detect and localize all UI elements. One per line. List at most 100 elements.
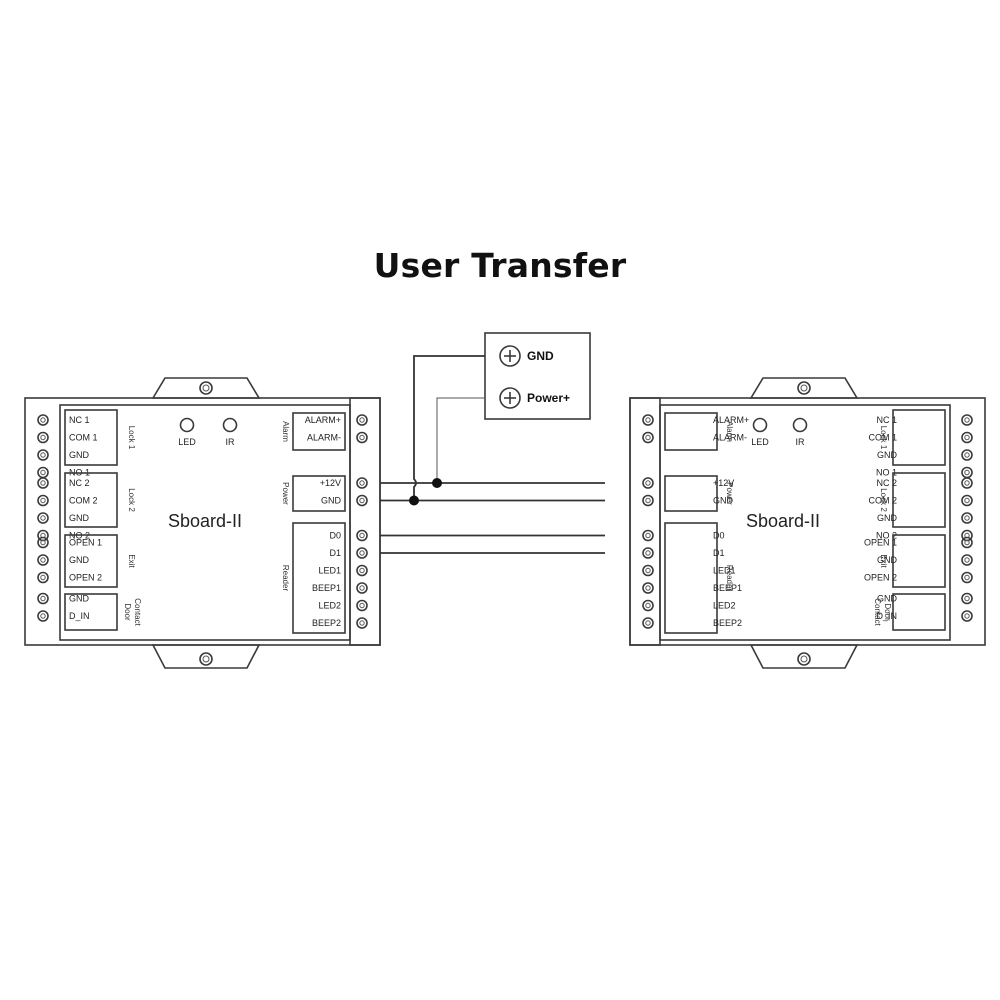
pin-label: GND (877, 513, 898, 523)
terminal-screw-center (645, 434, 651, 441)
terminal-screw-center (40, 417, 46, 423)
terminal-screw (642, 547, 654, 559)
terminal-screw-center (359, 417, 365, 423)
pin-label: D1 (713, 548, 725, 558)
terminal-screw-center (645, 480, 651, 486)
terminal-screw (642, 529, 654, 542)
terminal-screw-center (40, 497, 46, 504)
terminal-screw (961, 431, 973, 444)
terminal-screw-center (359, 497, 365, 504)
pin-label: D0 (329, 531, 341, 541)
power-supply-box (484, 332, 591, 420)
pin-label: BEEP1 (713, 583, 742, 593)
terminal-screw-center (964, 557, 970, 563)
terminal-block-lock2 (64, 472, 118, 528)
terminal-screw (356, 564, 368, 577)
group-title: Door (123, 603, 132, 621)
mounting-ear-top (151, 377, 261, 399)
terminal-screw-center (964, 480, 970, 486)
terminal-screw (37, 466, 49, 479)
group-title: Exit (879, 554, 888, 568)
mounting-hole-icon (797, 652, 811, 666)
terminal-screw-center (964, 452, 970, 458)
terminal-screw-center (645, 532, 651, 539)
pin-label: BEEP2 (312, 618, 341, 628)
indicator-light-icon (222, 417, 238, 433)
terminal-screw (642, 564, 654, 577)
pin-label: OPEN 2 (69, 573, 102, 583)
pin-label: COM 2 (868, 496, 897, 506)
terminal-screw (961, 571, 973, 584)
junction-dot (409, 495, 419, 506)
terminal-screw (961, 494, 973, 507)
pin-label: GND (877, 594, 898, 604)
mounting-hole-inner (800, 384, 808, 392)
terminal-screw-center (359, 480, 365, 486)
terminal-screw (37, 592, 49, 605)
mounting-ear-top (749, 377, 859, 399)
mounting-hole-icon (797, 381, 811, 395)
indicator-label: IR (796, 437, 806, 447)
terminal-screw-center (645, 497, 651, 504)
pin-label: OPEN 1 (864, 538, 897, 548)
board-right-strip (349, 397, 381, 646)
pin-label: GND (713, 496, 734, 506)
terminal-screw (37, 610, 49, 622)
terminal-screw (642, 582, 654, 594)
board-name: Sboard-II (746, 511, 820, 531)
board-right-strip (629, 397, 661, 646)
pin-label: NC 2 (876, 478, 897, 488)
terminal-screw (356, 477, 368, 489)
mounting-hole-inner (202, 384, 210, 392)
power-terminal-label: GND (527, 349, 554, 363)
pin-label: NO 1 (876, 468, 897, 478)
group-title: Alarm (725, 421, 734, 442)
pin-label: ALARM- (713, 433, 747, 443)
terminal-block-power (664, 475, 718, 512)
terminal-screw (37, 414, 49, 426)
group-title: Exit (127, 554, 136, 568)
pin-label: D1 (329, 548, 341, 558)
terminal-screw-center (40, 539, 46, 546)
terminal-screw-center (645, 602, 651, 609)
terminal-screw-center (40, 557, 46, 563)
terminal-screw (642, 414, 654, 426)
terminal-block-power (292, 475, 346, 512)
terminal-screw (642, 431, 654, 444)
pin-label: GND (69, 450, 90, 460)
pin-label: BEEP1 (312, 583, 341, 593)
terminal-screw (642, 617, 654, 629)
terminal-screw-center (645, 417, 651, 423)
mounting-hole-inner (800, 655, 808, 663)
terminal-screw-center (359, 532, 365, 539)
group-title: Door (883, 603, 892, 621)
indicator-light-icon (792, 417, 808, 433)
pin-label: OPEN 2 (864, 573, 897, 583)
terminal-screw-center (359, 567, 365, 574)
diagram-title: User Transfer (373, 246, 627, 285)
group-title: Reader (725, 565, 734, 592)
terminal-screw-center (359, 585, 365, 591)
terminal-screw-center (964, 539, 970, 546)
pin-label: GND (69, 513, 90, 523)
group-title: Power (725, 482, 734, 505)
terminal-screw-center (40, 480, 46, 486)
pin-label: GND (877, 450, 898, 460)
terminal-block-door (892, 593, 946, 631)
terminal-screw (356, 529, 368, 542)
group-title: Lock 1 (127, 426, 136, 450)
indicator-light-icon (179, 417, 195, 433)
board-name: Sboard-II (168, 511, 242, 531)
terminal-screw (961, 449, 973, 461)
terminal-screw (37, 554, 49, 566)
mounting-hole-icon (199, 652, 213, 666)
pin-label: ALARM+ (305, 415, 341, 425)
indicator-label: LED (178, 437, 196, 447)
terminal-screw (961, 536, 973, 549)
pin-label: GND (69, 555, 90, 565)
terminal-screw (642, 599, 654, 612)
pin-label: GND (321, 496, 342, 506)
